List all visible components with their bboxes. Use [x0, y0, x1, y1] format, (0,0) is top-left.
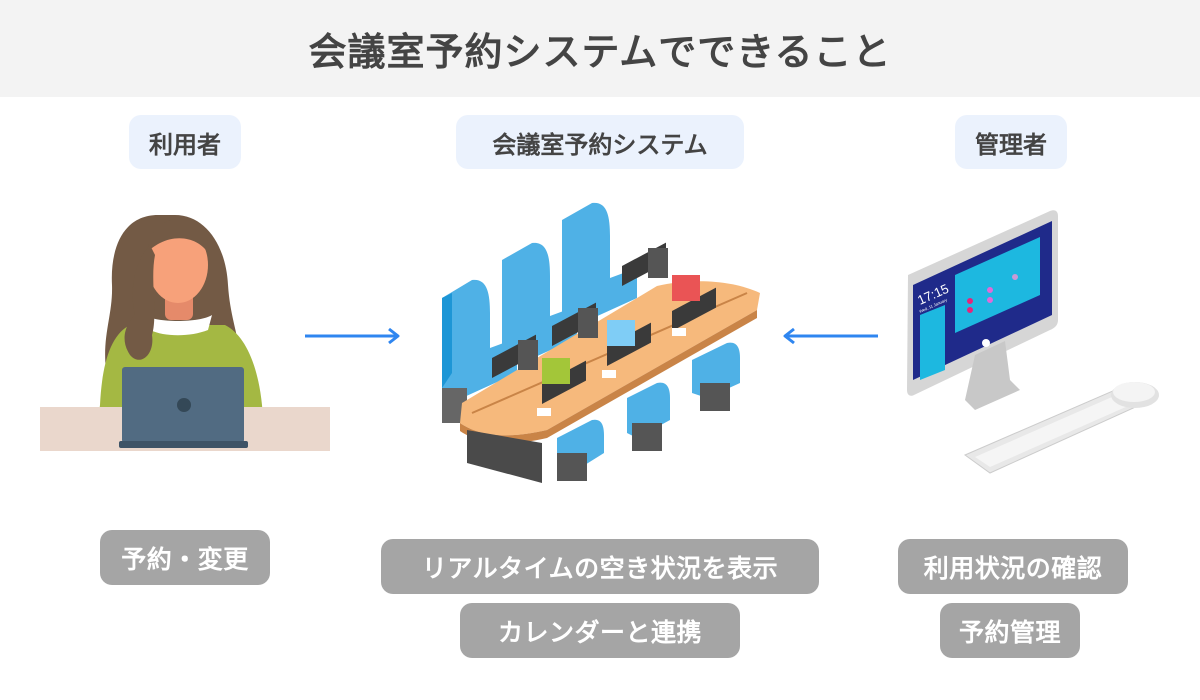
front-chairs [557, 342, 740, 481]
arrow-right-icon [305, 327, 400, 345]
laptop [119, 367, 248, 448]
role-label-system: 会議室予約システム [456, 115, 744, 169]
mouse [1111, 382, 1159, 408]
feature-realtime-availability: リアルタイムの空き状況を表示 [381, 539, 819, 594]
monitor: 17:15 Wed, 11 January [907, 210, 1058, 396]
papers [537, 328, 686, 416]
role-label-admin: 管理者 [955, 115, 1067, 169]
feature-reservation-change: 予約・変更 [100, 530, 270, 585]
meeting-room-icon [442, 202, 760, 483]
feature-calendar-integration: カレンダーと連携 [460, 603, 740, 658]
title-bar: 会議室予約システムでできること [0, 0, 1200, 97]
laptops [492, 242, 716, 404]
hair-front [124, 245, 155, 360]
person-with-laptop-icon [40, 215, 330, 451]
face [148, 218, 209, 320]
feature-reservation-management: 予約管理 [940, 603, 1080, 658]
role-label-user: 利用者 [129, 115, 241, 169]
stand [965, 341, 1020, 410]
desktop-computer-icon: 17:15 Wed, 11 January [907, 210, 1159, 474]
page-title: 会議室予約システムでできること [308, 30, 892, 74]
arrow-left-icon [783, 327, 878, 345]
feature-usage-check: 利用状況の確認 [898, 539, 1128, 594]
